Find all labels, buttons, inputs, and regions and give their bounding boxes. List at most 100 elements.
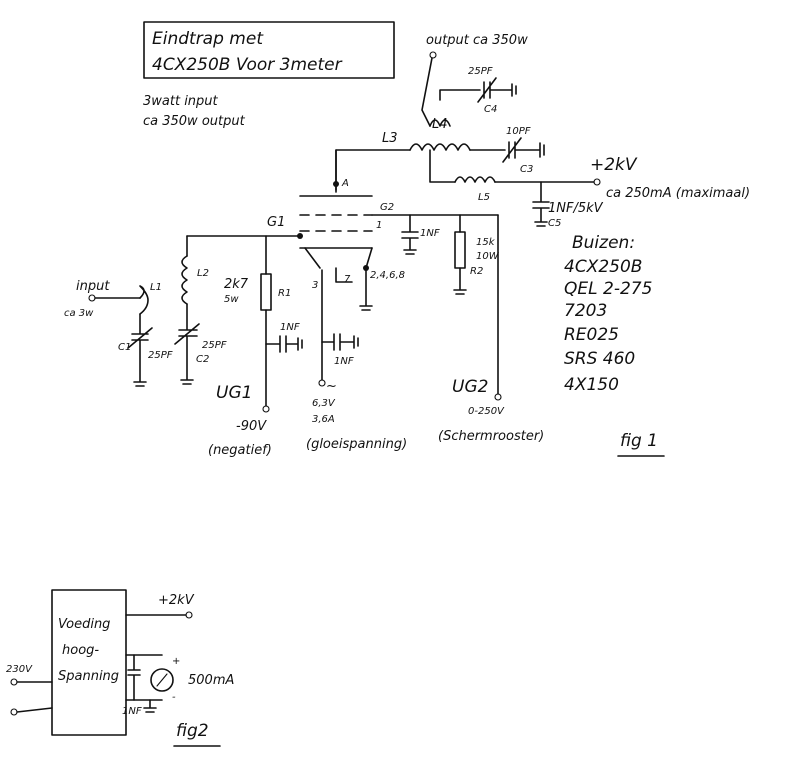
r2-resistor xyxy=(454,231,466,269)
tube-item: 4CX250B xyxy=(564,257,642,277)
tube-list: Buizen: 4CX250B QEL 2-275 7203 RE025 SRS… xyxy=(564,233,665,457)
c4-wire xyxy=(439,89,481,101)
psu-cap xyxy=(127,654,141,701)
heater-current: 3,6A xyxy=(312,414,335,425)
input-circuit: L2 25PF C2 input ca 3w L1 C1 25PF 2k7 5w… xyxy=(64,233,303,458)
heater-voltage: 6,3V xyxy=(312,398,336,409)
mains-terminal-2 xyxy=(10,708,18,716)
fig2-label: fig2 xyxy=(176,721,209,741)
anode-circuit: L3 10PF C3 L5 +2kV ca 250mA (maximaal) 1… xyxy=(335,126,750,229)
l2-label: L2 xyxy=(197,268,209,279)
c4-label: C4 xyxy=(484,104,497,115)
c3-label: C3 xyxy=(520,164,533,175)
tube-item: 7203 xyxy=(564,301,607,321)
psu-label-line-2: hoog- xyxy=(62,643,99,658)
tube-item: RE025 xyxy=(564,325,619,345)
c2-capacitor xyxy=(174,303,200,385)
ug1-description: (negatief) xyxy=(208,443,272,458)
tube-item: SRS 460 xyxy=(564,349,635,369)
tube-list-heading: Buizen: xyxy=(572,233,635,253)
l1-coil xyxy=(139,285,149,315)
pin7-label: 7 xyxy=(344,274,351,285)
l1-label: L1 xyxy=(150,282,162,293)
heater-circuit: 3 7 2,4,6,8 1NF ~ 6,3V 3,6A (gloeispanni… xyxy=(304,247,407,452)
c3-value: 10PF xyxy=(506,126,531,137)
cathode-ground xyxy=(359,267,373,311)
psu-label-line-1: Voeding xyxy=(58,617,110,632)
meter-range: 500mA xyxy=(188,673,234,688)
r2-value: 15k xyxy=(476,237,496,248)
cathode-leads xyxy=(304,247,373,269)
g2-cap-label: 1NF xyxy=(420,228,440,239)
screen-grid-circuit: 1NF 15k 10W R2 UG2 0-250V (Schermrooster… xyxy=(401,214,544,444)
c2-label: C2 xyxy=(196,354,209,365)
c1-value: 25PF xyxy=(148,350,173,361)
psu-mains-label: 230V xyxy=(6,664,33,675)
r1-resistor xyxy=(260,273,272,311)
c1-capacitor xyxy=(127,313,153,387)
c4-ground xyxy=(489,83,517,97)
cathode-pins: 2,4,6,8 xyxy=(370,270,405,281)
output-terminal xyxy=(429,51,437,59)
heater-description: (gloeispanning) xyxy=(306,437,407,452)
output-label: output ca 350w xyxy=(426,33,528,48)
r2-ground xyxy=(453,267,467,295)
l4-coil xyxy=(429,119,451,127)
l5-wire xyxy=(429,149,456,183)
ug2-voltage: 0-250V xyxy=(468,406,505,417)
ug2-terminal xyxy=(494,393,502,401)
g1-bypass-cap xyxy=(265,335,303,353)
tube-symbol: A G2 1 G1 xyxy=(267,149,499,249)
ug1-terminal xyxy=(262,405,270,413)
l3-label: L3 xyxy=(382,131,398,146)
pin3-label: 3 xyxy=(312,280,318,291)
psu-hv-terminal xyxy=(185,611,193,619)
l4-label: L4 xyxy=(432,117,448,132)
l5-coil xyxy=(454,176,496,183)
anode-node xyxy=(333,181,339,187)
c4-value: 25PF xyxy=(468,66,493,77)
input-label: input xyxy=(76,279,110,294)
mains-wires xyxy=(16,681,53,713)
c2-value: 25PF xyxy=(202,340,227,351)
hv-label: +2kV xyxy=(590,155,638,175)
c5-value: 1NF/5kV xyxy=(548,201,604,216)
meter-wires xyxy=(125,654,163,701)
c5-capacitor xyxy=(532,181,550,227)
output-section: output ca 350w L4 25PF C4 xyxy=(421,33,528,132)
current-meter xyxy=(150,668,174,692)
meter-minus: - xyxy=(172,692,176,703)
heater-terminal xyxy=(318,379,326,387)
r1-value: 2k7 xyxy=(224,277,249,292)
heater-bypass-cap xyxy=(321,333,359,351)
hv-current: ca 250mA (maximaal) xyxy=(606,186,750,201)
tube-item: 4X150 xyxy=(564,375,619,395)
power-supply-diagram: Voeding hoog- Spanning 230V +2kV + - 500… xyxy=(6,589,234,747)
title-line-1: Eindtrap met xyxy=(152,29,264,49)
title-box xyxy=(143,21,395,79)
input-power: ca 3w xyxy=(64,308,94,319)
meter-needle xyxy=(156,673,168,687)
psu-cap-label: 1NF xyxy=(122,706,142,717)
ug1-label: UG1 xyxy=(216,383,252,403)
pin1-label: 1 xyxy=(376,220,382,231)
pin7-wire xyxy=(335,267,353,283)
ug2-label: UG2 xyxy=(452,377,488,397)
ac-symbol: ~ xyxy=(326,379,337,394)
meter-plus: + xyxy=(172,656,180,667)
r1-power: 5w xyxy=(224,294,239,305)
psu-hv-label: +2kV xyxy=(158,593,195,608)
title-block: Eindtrap met 4CX250B Voor 3meter 3watt i… xyxy=(143,21,395,129)
l2-coil xyxy=(181,255,188,305)
title-line-2: 4CX250B Voor 3meter xyxy=(152,55,343,75)
psu-box xyxy=(51,589,127,736)
ug1-voltage: -90V xyxy=(236,419,267,434)
g2-bypass-cap xyxy=(401,214,419,255)
r2-label: R2 xyxy=(470,266,483,277)
c5-label: C5 xyxy=(548,218,561,229)
output-wire xyxy=(421,57,433,127)
subtitle-line-1: 3watt input xyxy=(143,94,219,109)
l5-label: L5 xyxy=(478,192,490,203)
